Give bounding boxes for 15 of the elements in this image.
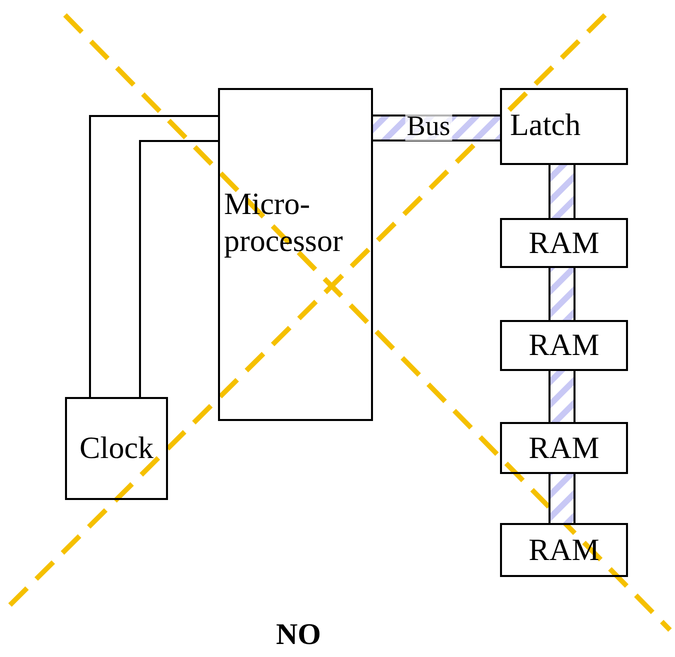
box-label: RAM <box>528 428 600 467</box>
component-box <box>500 320 628 371</box>
component-box <box>500 218 628 268</box>
box-label: RAM <box>528 326 600 364</box>
edge-label: Bus <box>404 113 452 141</box>
box-label: Latch <box>510 106 581 144</box>
component-box <box>500 88 628 165</box>
verdict-label: NO <box>276 620 321 650</box>
connector-line <box>89 115 218 397</box>
component-box <box>500 422 628 474</box>
component-box <box>218 88 373 421</box>
box-label: Clock <box>79 429 154 468</box>
component-box <box>65 397 168 500</box>
box-label: RAM <box>528 224 600 262</box>
connector-line <box>139 140 218 397</box>
